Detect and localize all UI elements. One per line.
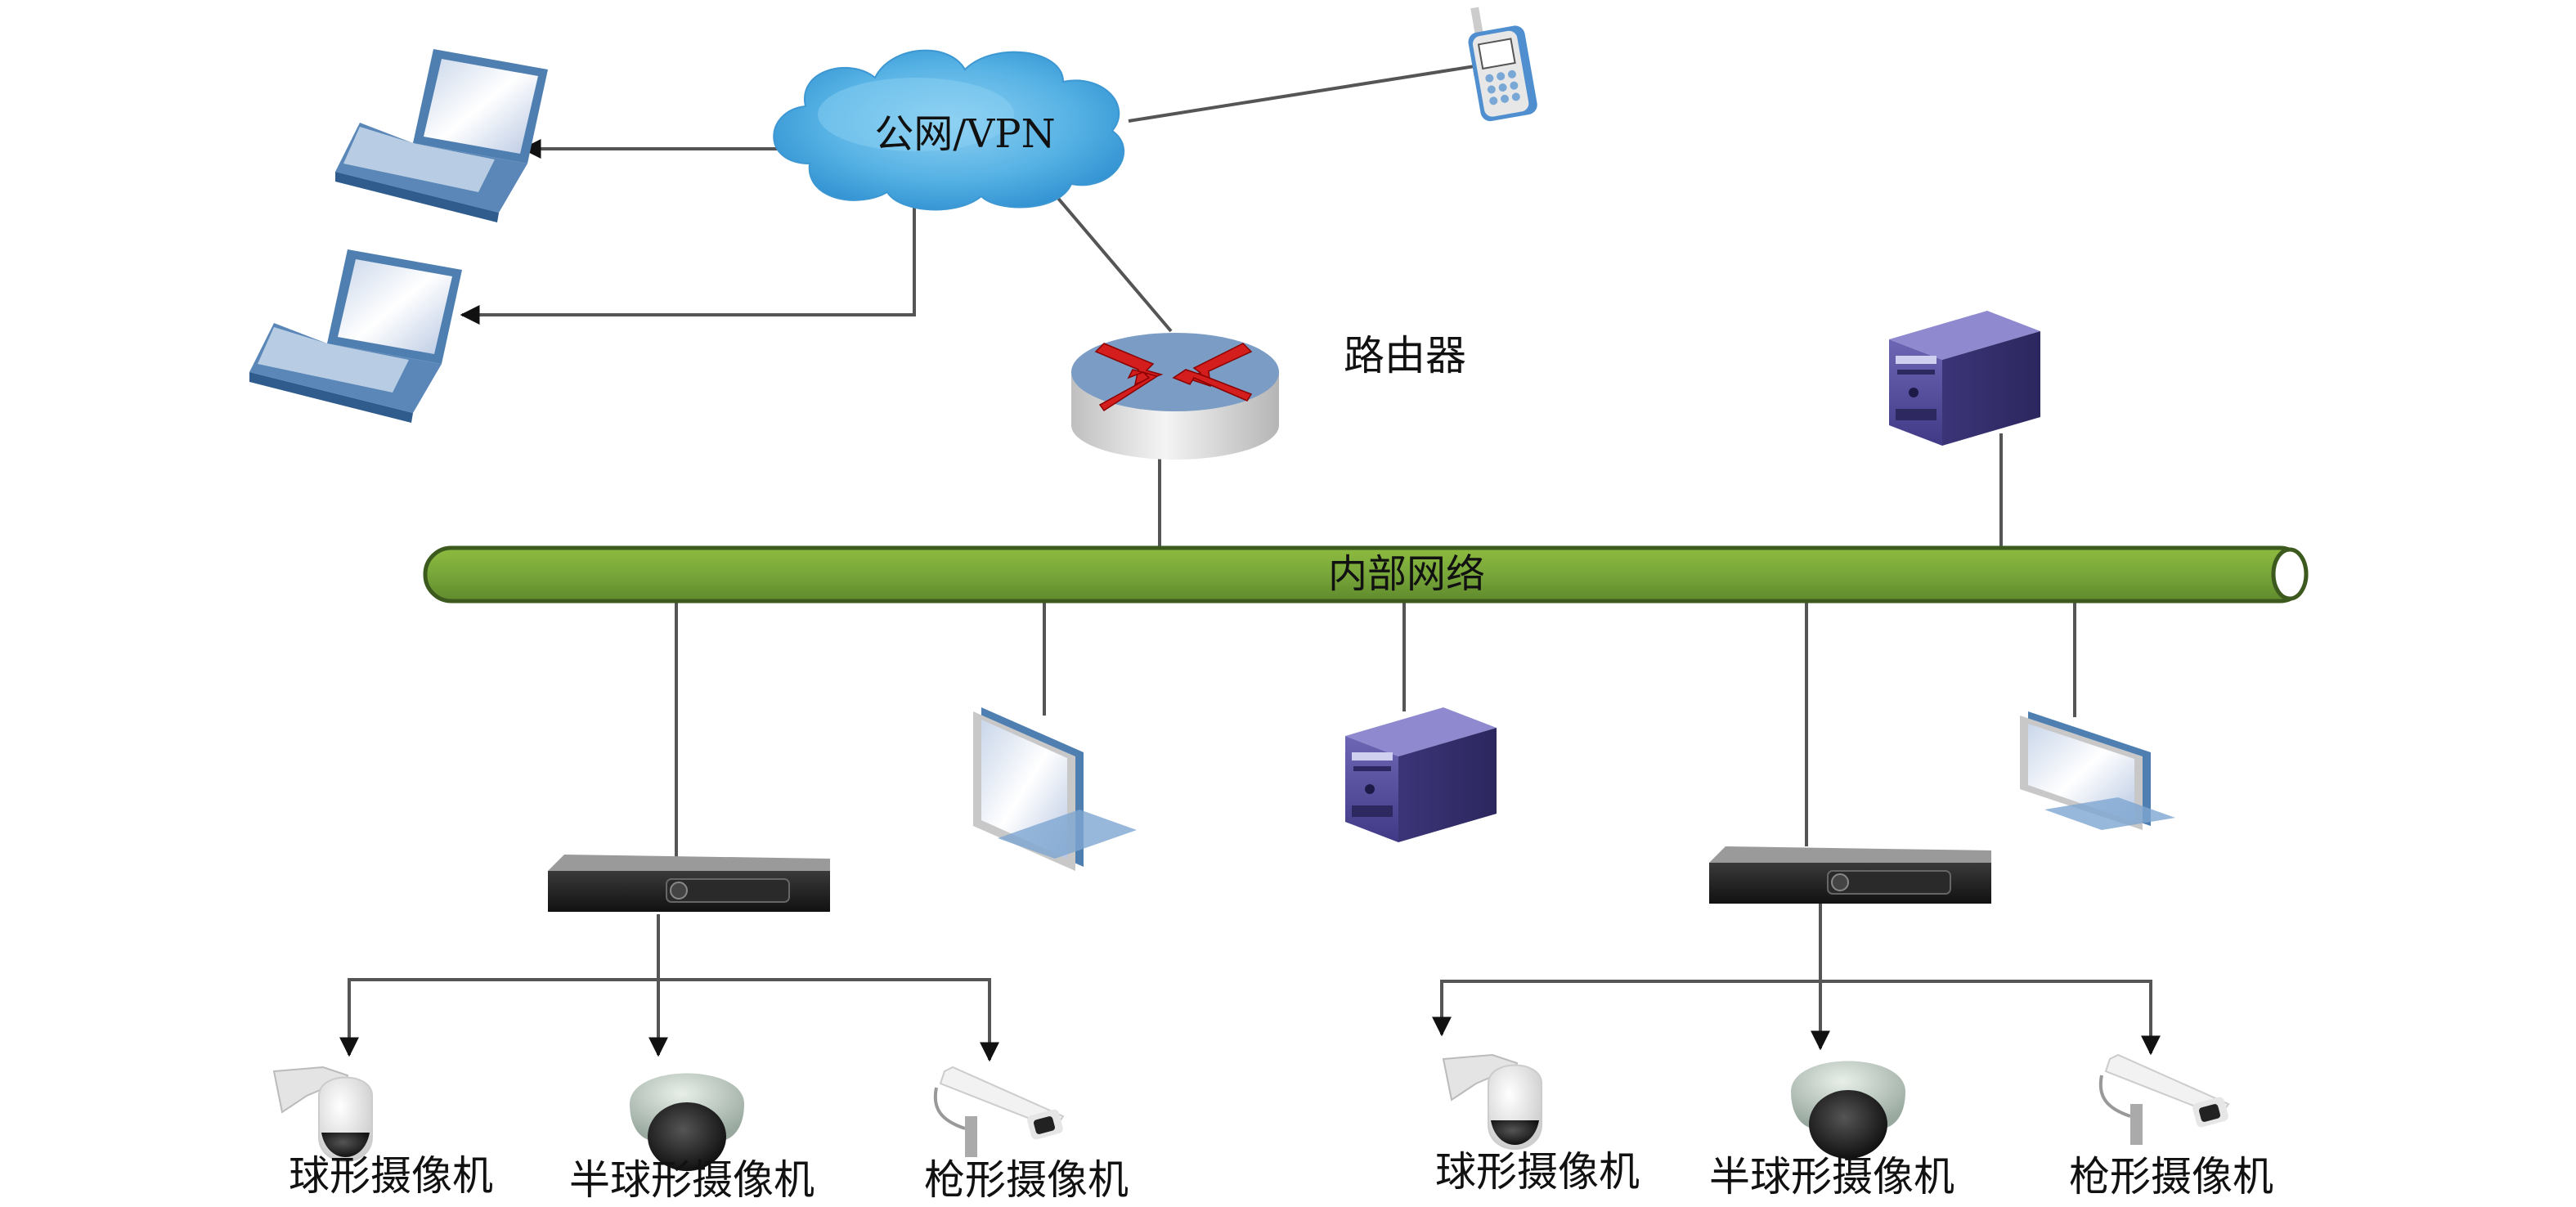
edge-dvr2-right bbox=[1820, 980, 2161, 1056]
internal-network-bus bbox=[423, 545, 2309, 604]
video-recorder-icon bbox=[548, 855, 830, 912]
half-dome-camera-icon bbox=[630, 1073, 744, 1171]
monitor-icon bbox=[2020, 711, 2175, 830]
speed-dome-camera-icon bbox=[1442, 1053, 1542, 1150]
bullet-camera-icon bbox=[2098, 1053, 2230, 1145]
connectors bbox=[339, 56, 2161, 1062]
half-dome-camera-icon bbox=[1791, 1061, 1905, 1159]
laptop-icon bbox=[335, 49, 548, 222]
camera-label: 球形摄像机 bbox=[289, 1152, 493, 1200]
speed-dome-camera-icon bbox=[272, 1066, 373, 1162]
router-icon bbox=[1071, 333, 1279, 460]
router-label: 路由器 bbox=[1344, 332, 1466, 379]
bus-label: 内部网络 bbox=[1327, 551, 1486, 597]
camera-label: 半球形摄像机 bbox=[1709, 1153, 1954, 1200]
mobile-phone-icon bbox=[1468, 7, 1537, 122]
edge-dvr1-right bbox=[658, 978, 999, 1062]
camera-label: 枪形摄像机 bbox=[2069, 1153, 2273, 1200]
server-icon bbox=[1345, 707, 1497, 842]
camera-label: 半球形摄像机 bbox=[569, 1156, 815, 1204]
camera-label: 球形摄像机 bbox=[1435, 1148, 1640, 1196]
laptop-icon bbox=[249, 249, 462, 423]
cloud-icon bbox=[773, 49, 1125, 211]
camera-label: 枪形摄像机 bbox=[924, 1156, 1129, 1204]
edge-dvr2-left bbox=[1432, 980, 1820, 1037]
edge-router-cloud bbox=[1035, 172, 1173, 333]
edge-dvr1-left bbox=[339, 978, 658, 1057]
server-icon bbox=[1889, 311, 2040, 446]
bullet-camera-icon bbox=[933, 1066, 1065, 1157]
edge-cloud-phone bbox=[1128, 56, 1492, 123]
video-recorder-icon bbox=[1709, 846, 1991, 904]
edge-cloud-laptop2 bbox=[460, 204, 916, 325]
cloud-label: 公网/VPN bbox=[874, 111, 1056, 157]
monitor-icon bbox=[973, 707, 1137, 871]
